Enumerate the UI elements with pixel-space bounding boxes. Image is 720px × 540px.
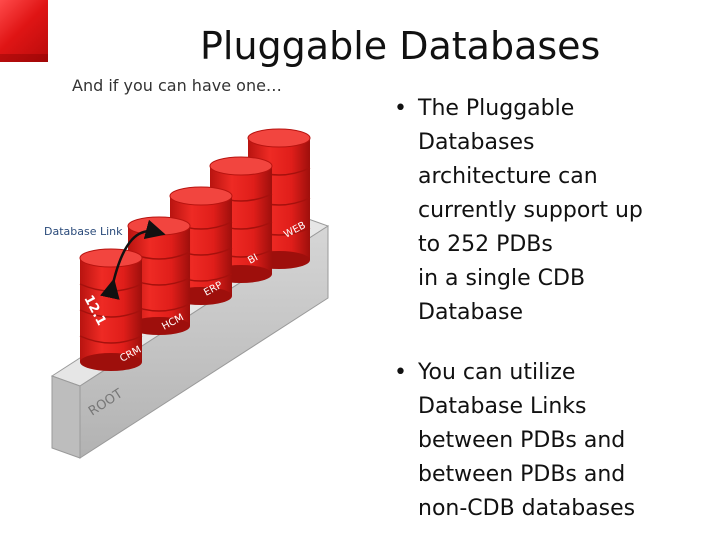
bullet-item-capacity: • The Pluggable Databases architecture c… (394, 92, 704, 330)
bullet-dot-icon: • (394, 356, 407, 390)
bullet-text: The Pluggable Databases architecture can… (418, 92, 704, 330)
bullet-dot-icon: • (394, 92, 407, 126)
bullet-item-database-links: • You can utilize Database Links between… (394, 356, 704, 526)
database-link-label: Database Link (44, 225, 123, 238)
bullet-text: You can utilize Database Links between P… (418, 356, 704, 526)
cylinder-crm: 12.1 CRM (80, 249, 143, 371)
slide-title: Pluggable Databases (200, 22, 590, 70)
slide-subtitle: And if you can have one… (72, 76, 282, 95)
root-base-front (52, 376, 80, 458)
pluggable-databases-illustration: ROOT WEB BI ERP HCM 12.1 CRM (30, 118, 360, 530)
bullet-list: • The Pluggable Databases architecture c… (394, 92, 704, 526)
corner-accent-block (0, 0, 48, 62)
